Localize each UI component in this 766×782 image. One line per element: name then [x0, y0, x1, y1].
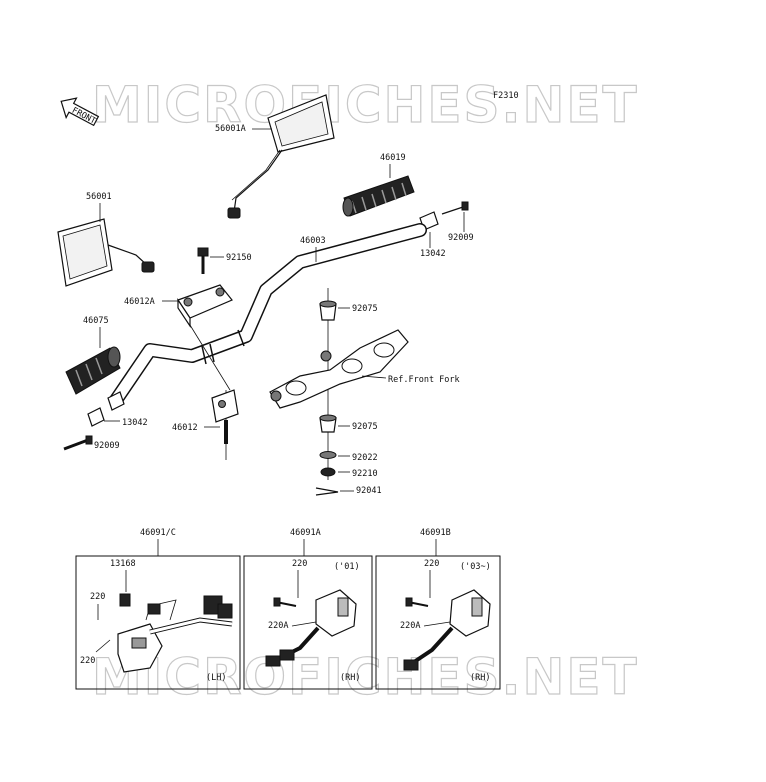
- mirror-right: [227, 94, 335, 219]
- label-92009-right: 92009: [448, 233, 474, 243]
- panel2-side: (RH): [340, 673, 360, 683]
- bar-end-left-cap: [87, 407, 105, 427]
- panel-rh-03: [375, 555, 501, 690]
- watermark-bottom: MICROFICHES.NET: [92, 648, 639, 706]
- panel1-label-13168: 13168: [110, 559, 136, 569]
- bar-end-left: [107, 391, 125, 411]
- damper-upper: [319, 300, 337, 321]
- panel1-label-220-upper: 220: [90, 592, 105, 602]
- switch-lh: [117, 593, 233, 673]
- collar-92022: [319, 451, 337, 459]
- handlebar: [109, 223, 427, 407]
- switch-rh-03: [403, 589, 491, 671]
- switch-rh-01: [265, 589, 357, 667]
- label-46019: 46019: [380, 153, 406, 163]
- mirror-left: [57, 218, 155, 287]
- label-92022: 92022: [352, 453, 378, 463]
- label-46075: 46075: [83, 316, 109, 326]
- label-92150: 92150: [226, 253, 252, 263]
- panel-lh: [75, 555, 241, 690]
- label-13042-left: 13042: [122, 418, 148, 428]
- panel2-title: 46091A: [290, 528, 321, 538]
- panel3-side: (RH): [470, 673, 490, 683]
- bolt-92009-left: [63, 435, 93, 451]
- damper-lower: [319, 414, 337, 433]
- panel3-label-220: 220: [424, 559, 439, 569]
- figure-code: F2310: [493, 91, 519, 101]
- label-92075-bottom: 92075: [352, 422, 378, 432]
- bolt-92150: [197, 247, 209, 274]
- label-92009-left: 92009: [94, 441, 120, 451]
- cotter-pin-92041: [315, 487, 339, 496]
- panel1-title: 46091/C: [140, 528, 176, 538]
- panel-rh-01: [243, 555, 373, 690]
- panel3-title: 46091B: [420, 528, 451, 538]
- label-46003: 46003: [300, 236, 326, 246]
- panel3-label-220A: 220A: [400, 621, 420, 631]
- watermark-top: MICROFICHES.NET: [92, 76, 639, 134]
- label-56001: 56001: [86, 192, 112, 202]
- panel1-label-220-lower: 220: [80, 656, 95, 666]
- nut-92210: [320, 467, 336, 477]
- label-46012A: 46012A: [124, 297, 155, 307]
- ref-front-fork: Ref.Front Fork: [388, 375, 460, 385]
- grip-left: [65, 346, 121, 395]
- label-92210: 92210: [352, 469, 378, 479]
- panel3-year: ('03~): [460, 562, 491, 572]
- panel2-label-220: 220: [292, 559, 307, 569]
- label-46012: 46012: [172, 423, 198, 433]
- label-56001A: 56001A: [215, 124, 246, 134]
- label-92041: 92041: [356, 486, 382, 496]
- panel2-year: ('01): [334, 562, 360, 572]
- label-92075-top: 92075: [352, 304, 378, 314]
- panel2-label-220A: 220A: [268, 621, 288, 631]
- holder-lower: [211, 389, 239, 444]
- grip-right: [342, 175, 415, 217]
- upper-bracket: [269, 329, 409, 409]
- label-13042-right: 13042: [420, 249, 446, 259]
- panel1-side: (LH): [206, 673, 226, 683]
- holder-upper: [177, 284, 233, 328]
